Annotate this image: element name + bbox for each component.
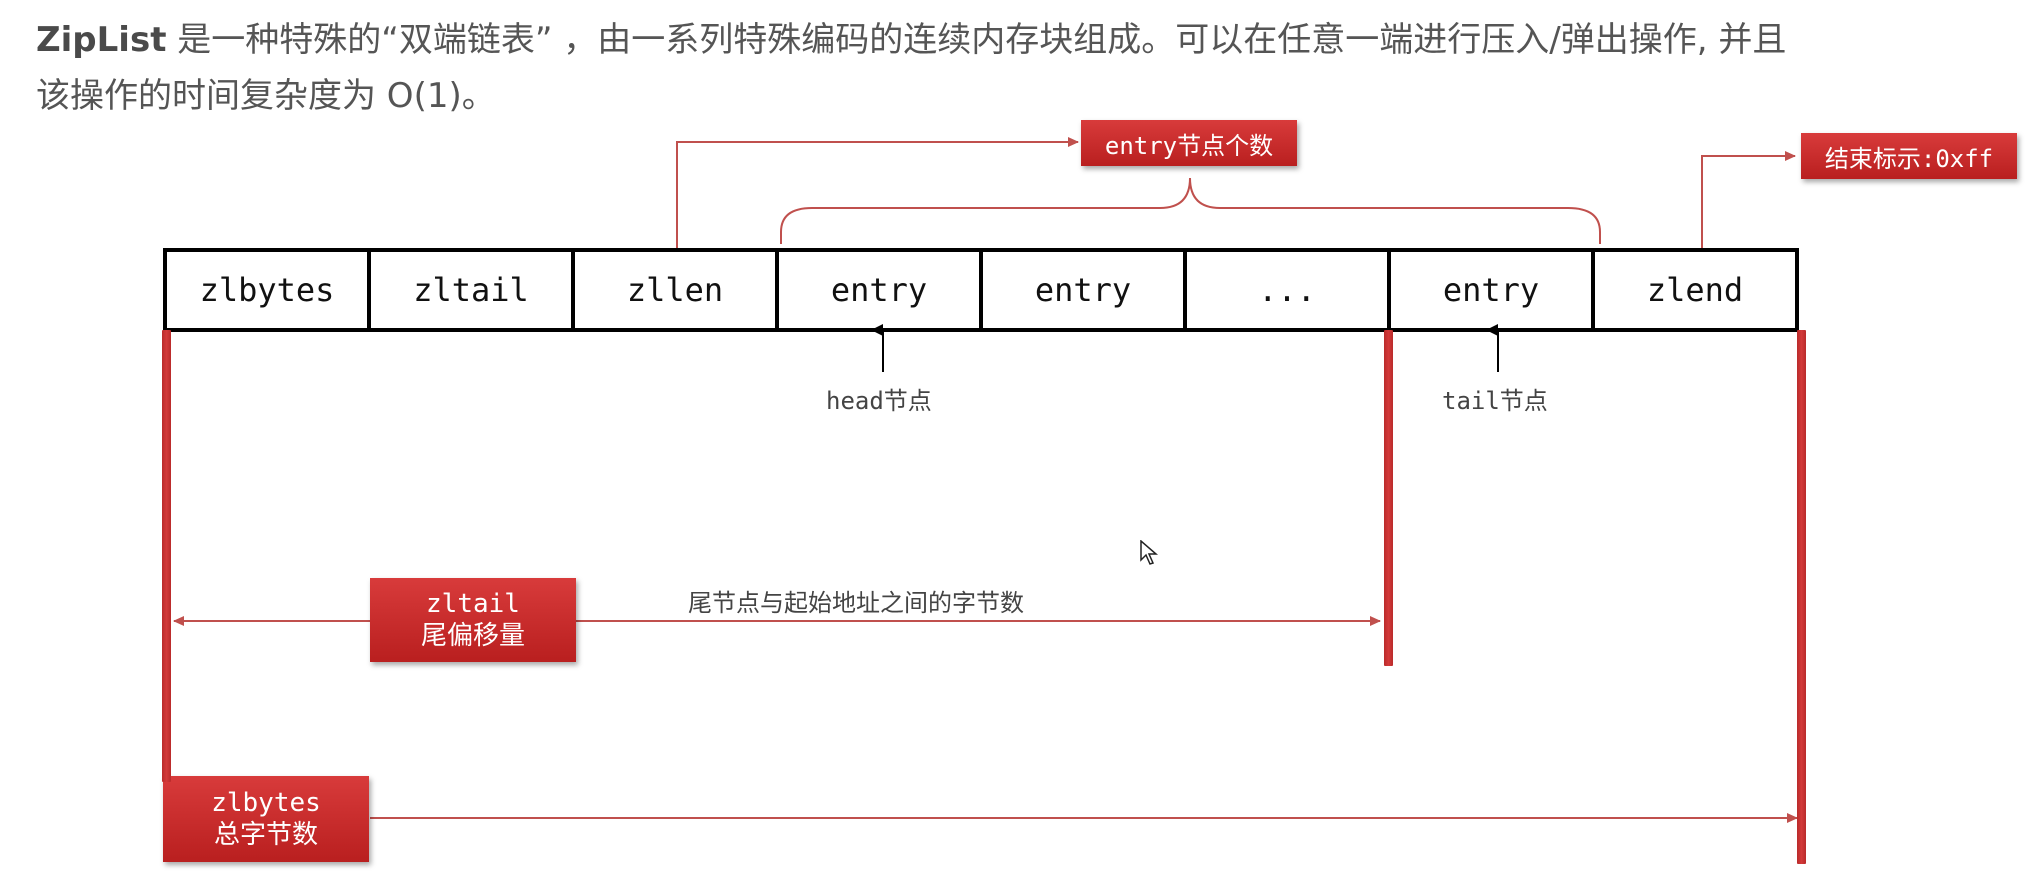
- mouse-pointer-icon: [1140, 539, 1159, 570]
- end-marker-label: 结束标示:0xff: [1824, 144, 1994, 173]
- ziplist-structure: zlbytes zltail zllen entry entry ... ent…: [163, 248, 1799, 332]
- cell-zlend: zlend: [1595, 252, 1799, 328]
- end-address-bar: [1797, 330, 1806, 864]
- tail-node-label: tail节点: [1442, 387, 1548, 415]
- cell-zltail: zltail: [371, 252, 575, 328]
- head-node-label: head节点: [826, 387, 932, 415]
- cell-entry-head: entry: [779, 252, 983, 328]
- zllen-connector: [676, 137, 1079, 248]
- intro-line-1-text: 是一种特殊的“双端链表” ，由一系列特殊编码的连续内存块组成。可以在任意一端进行…: [166, 20, 1787, 60]
- tail-offset-bar: [1384, 330, 1393, 666]
- zlend-connector: [1701, 151, 1796, 248]
- zltail-callout-line2: 尾偏移量: [420, 621, 525, 651]
- start-address-bar: [162, 330, 171, 782]
- cell-ellipsis: ...: [1187, 252, 1391, 328]
- tail-offset-description: 尾节点与起始地址之间的字节数: [688, 589, 1024, 617]
- cell-zlbytes: zlbytes: [167, 252, 371, 328]
- zltail-callout: zltail 尾偏移量: [370, 578, 576, 662]
- zlbytes-callout: zlbytes 总字节数: [163, 776, 369, 862]
- entry-brace: [780, 177, 1601, 244]
- entry-count-label: entry节点个数: [1104, 131, 1274, 160]
- intro-line-1: ZipList 是一种特殊的“双端链表” ，由一系列特殊编码的连续内存块组成。可…: [36, 12, 2016, 68]
- zltail-callout-line1: zltail: [426, 589, 520, 619]
- cell-entry: entry: [983, 252, 1187, 328]
- intro-line-2: 该操作的时间复杂度为 O(1)。: [36, 76, 496, 116]
- zlbytes-callout-line2: 总字节数: [213, 820, 318, 850]
- entry-count-callout: entry节点个数: [1081, 120, 1297, 166]
- ziplist-term: ZipList: [36, 20, 167, 60]
- zlbytes-callout-line1: zlbytes: [211, 788, 321, 818]
- cell-entry-tail: entry: [1391, 252, 1595, 328]
- intro-paragraph: ZipList 是一种特殊的“双端链表” ，由一系列特殊编码的连续内存块组成。可…: [36, 12, 2016, 124]
- end-marker-callout: 结束标示:0xff: [1801, 133, 2017, 179]
- cell-zllen: zllen: [575, 252, 779, 328]
